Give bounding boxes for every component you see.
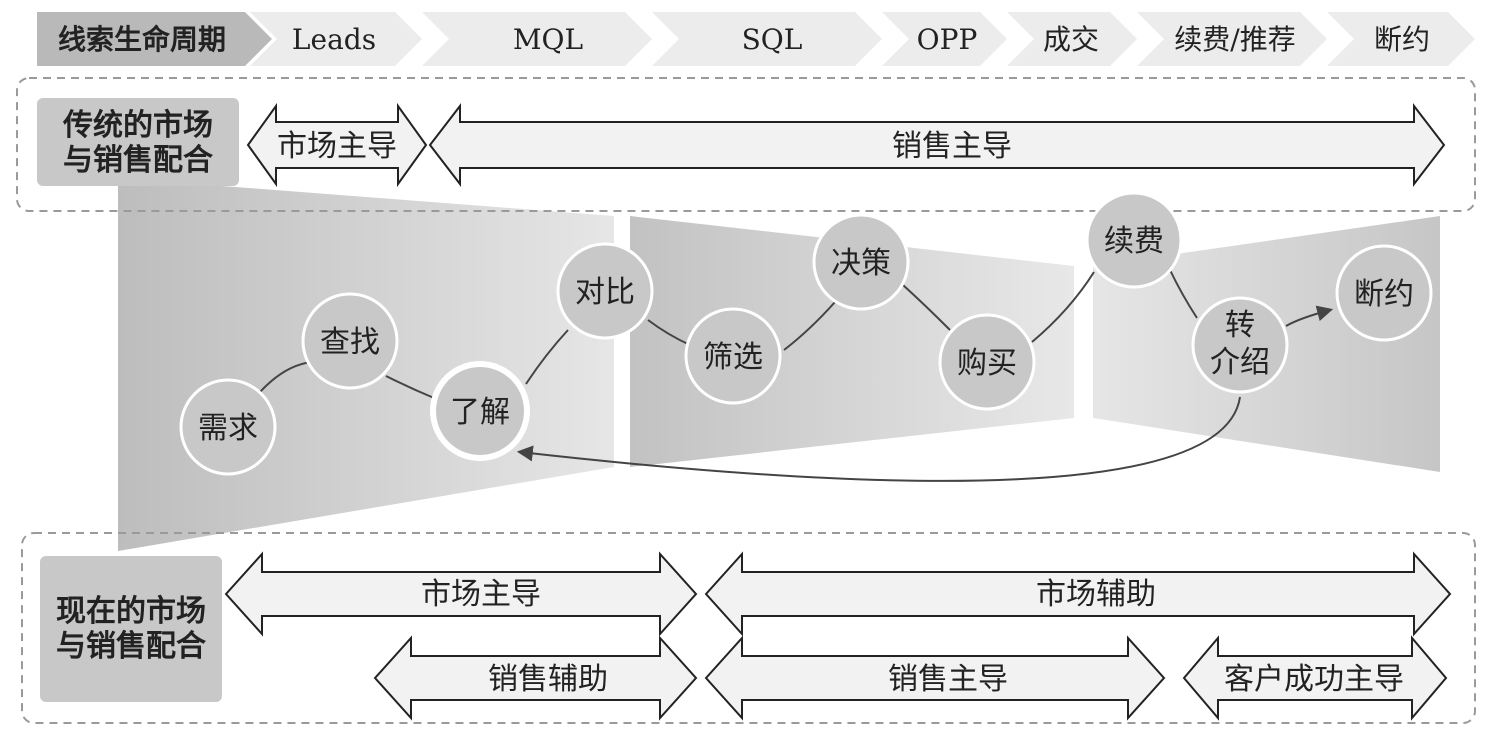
traditional-arrow-sales-label: 销售主导 <box>892 129 1012 164</box>
node-juece <box>812 213 910 311</box>
lifecycle-header: 线索生命周期 Leads MQL SQL OPP 成交 续费/推荐 断约 <box>37 12 1475 66</box>
node-jieshao-label: 介绍 <box>1210 345 1270 380</box>
connector-2 <box>385 375 435 399</box>
traditional-label-line1: 传统的市场 <box>62 108 213 143</box>
connector-7 <box>1031 271 1095 343</box>
stage-leads: Leads <box>292 23 376 56</box>
stage-deal: 成交 <box>1043 23 1099 56</box>
node-xuqiu <box>179 378 277 476</box>
traditional-arrow-marketing <box>246 102 428 188</box>
current-section: 现在的市场 与销售配合 市场主导 市场辅助 销售辅助 销售主导 客户成功主导 <box>21 532 1476 724</box>
current-dashed-border <box>21 532 1476 724</box>
funnel-sales <box>630 216 1074 467</box>
node-chazhao-label: 查找 <box>320 325 380 360</box>
connector-6 <box>902 284 951 331</box>
traditional-section: 传统的市场 与销售配合 市场主导 销售主导 <box>16 77 1476 212</box>
current-label-box <box>40 556 222 702</box>
traditional-arrow-sales <box>428 103 1446 187</box>
current-arrow-marketing-assist-label: 市场辅助 <box>1036 577 1156 612</box>
stage-opp: OPP <box>917 23 978 56</box>
connector-8 <box>1169 269 1198 319</box>
header-title-chevron <box>37 12 272 66</box>
node-duibi-label: 对比 <box>575 275 635 310</box>
node-chazhao <box>301 292 399 390</box>
node-xufei-label: 续费 <box>1104 224 1164 259</box>
traditional-dashed-border <box>16 77 1476 212</box>
journey-nodes: 需求 查找 了解 对比 筛选 决策 购买 续费 转 介绍 断约 <box>179 191 1433 476</box>
current-arrow-marketing-lead <box>224 551 698 637</box>
traditional-label-line2: 与销售配合 <box>63 143 213 178</box>
node-zhuanjieshao <box>1191 296 1289 394</box>
node-duanyue-label: 断约 <box>1354 277 1414 312</box>
current-label-line2: 与销售配合 <box>56 629 206 664</box>
node-duibi <box>556 242 654 340</box>
stage-mql: MQL <box>513 23 583 56</box>
traditional-arrow-marketing-label: 市场主导 <box>277 129 397 164</box>
stage-chevron-renew <box>1137 12 1327 66</box>
current-arrow-marketing-assist <box>704 551 1452 637</box>
header-title: 线索生命周期 <box>58 23 226 56</box>
node-shaixuan-label: 筛选 <box>703 340 763 375</box>
traditional-label-box <box>37 98 239 186</box>
node-zhuan-label: 转 <box>1225 308 1255 343</box>
connector-9 <box>1285 305 1334 327</box>
current-arrow-sales-assist <box>373 635 698 721</box>
connector-5 <box>783 301 836 351</box>
node-shaixuan <box>684 307 782 405</box>
node-xufei <box>1085 191 1183 289</box>
stage-chevron-sql <box>652 12 882 66</box>
current-arrow-sales-lead <box>704 635 1166 721</box>
current-arrow-sales-assist-label: 销售辅助 <box>488 662 608 697</box>
node-xuqiu-label: 需求 <box>198 411 258 446</box>
node-goumai <box>938 313 1036 411</box>
stage-chevron-mql <box>422 12 652 66</box>
connector-3 <box>525 329 569 385</box>
current-label-line1: 现在的市场 <box>56 594 206 629</box>
current-arrow-marketing-lead-label: 市场主导 <box>421 577 541 612</box>
stage-chevron-opp <box>882 12 1007 66</box>
node-liaojie-label: 了解 <box>450 395 510 430</box>
node-liaojie <box>430 361 530 461</box>
current-arrow-sales-lead-label: 销售主导 <box>888 662 1008 697</box>
node-juece-label: 决策 <box>831 246 891 281</box>
current-arrow-customer-success <box>1182 635 1448 721</box>
stage-chevron-deal <box>1007 12 1137 66</box>
stage-churn: 断约 <box>1374 23 1430 56</box>
node-duanyue <box>1335 244 1433 342</box>
stage-sql: SQL <box>742 23 803 56</box>
journey-connectors <box>259 269 1334 482</box>
stage-renew-refer: 续费/推荐 <box>1174 23 1295 56</box>
return-arrow <box>516 396 1241 482</box>
current-arrow-customer-success-label: 客户成功主导 <box>1224 662 1404 697</box>
stage-chevron-churn <box>1327 12 1475 66</box>
stage-chevron-leads <box>250 12 422 66</box>
node-goumai-label: 购买 <box>957 346 1017 381</box>
